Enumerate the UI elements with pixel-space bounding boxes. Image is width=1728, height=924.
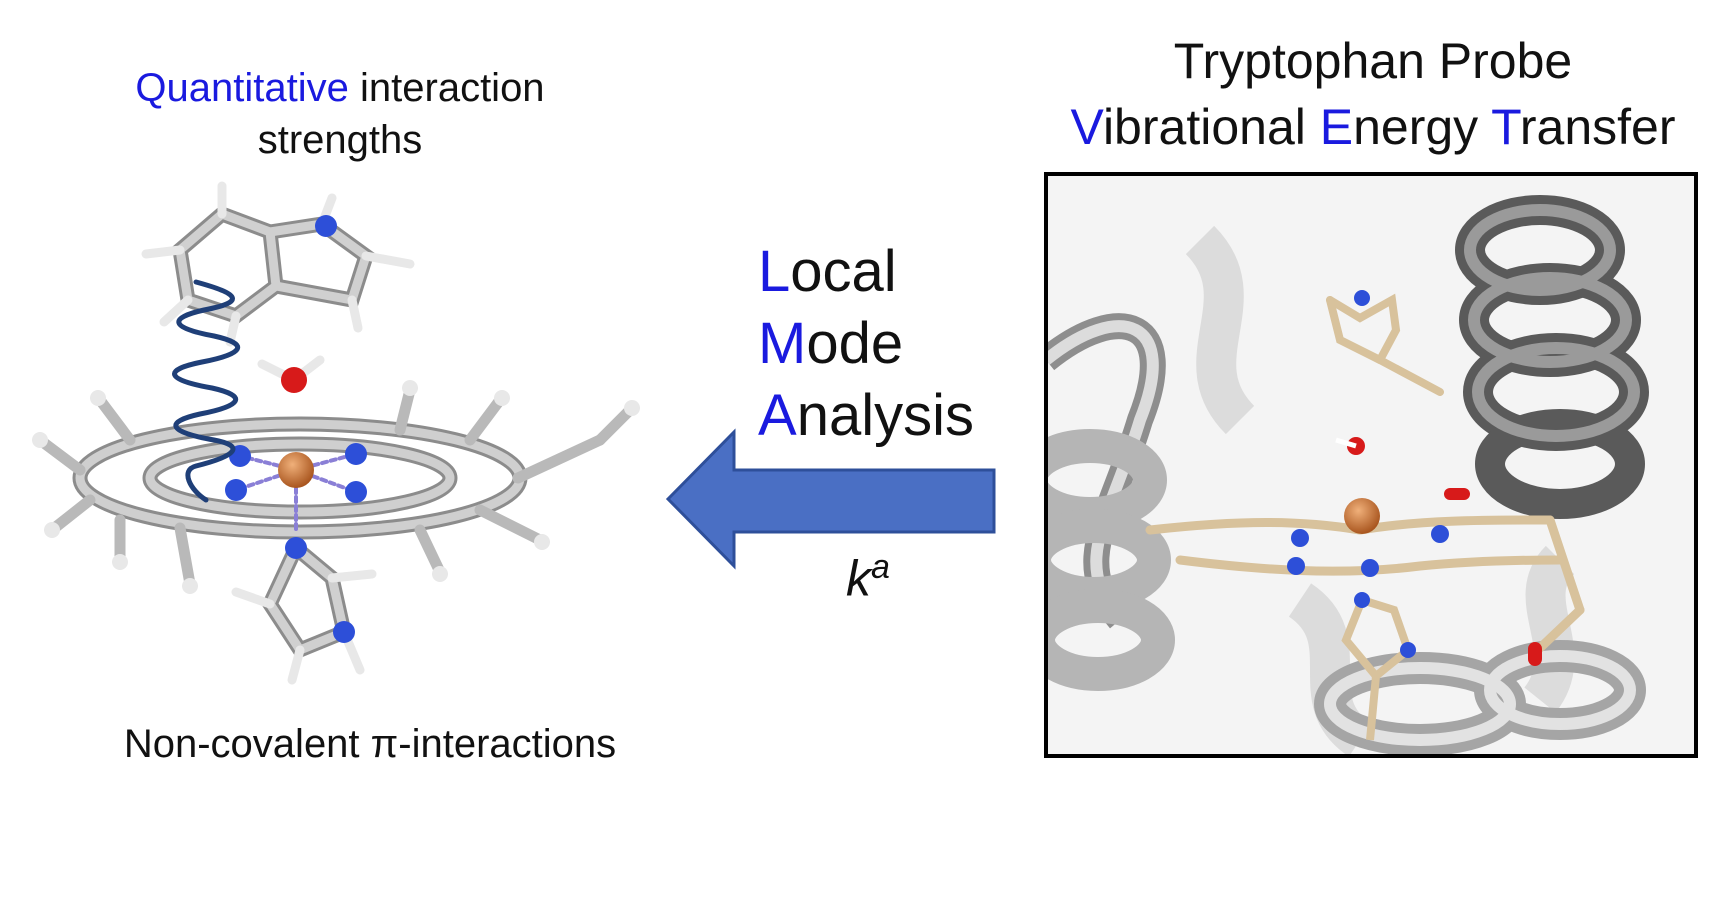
right-caption: Tryptophan Probe Vibrational Energy Tran… [1008, 28, 1728, 160]
caption-letter-t: T [1491, 99, 1520, 155]
lma-mode: Mode [758, 308, 974, 380]
lma-ode: ode [806, 311, 904, 376]
caption-ransfer: ransfer [1519, 99, 1676, 155]
lma-letter-m: M [758, 311, 807, 376]
left-caption: Quantitative interaction strengths [20, 62, 660, 166]
lma-ocal: ocal [790, 239, 897, 304]
a-superscript: a [871, 548, 890, 586]
ka-label: ka [846, 548, 890, 608]
lma-analysis: Analysis [758, 380, 974, 452]
lma-letter-l: L [758, 239, 791, 304]
lma-nalysis: nalysis [796, 383, 974, 448]
bottom-caption: Non-covalent π-interactions [123, 722, 617, 766]
caption-letter-e: E [1319, 99, 1354, 155]
caption-strengths: strengths [257, 118, 423, 162]
caption-nergy: nergy [1353, 99, 1492, 155]
lma-letter-a: A [758, 383, 797, 448]
lma-text: Local Mode Analysis [758, 236, 974, 452]
k-symbol: k [846, 550, 871, 607]
caption-interaction: interaction [348, 66, 545, 110]
caption-letter-v: V [1070, 99, 1103, 155]
left-arrow [665, 428, 996, 570]
caption-highlight-quantitative: Quantitative [135, 66, 349, 110]
spring-icon [172, 279, 240, 503]
lma-local: Local [758, 236, 974, 308]
caption-ibrational: ibrational [1102, 99, 1320, 155]
caption-tryptophan-probe: Tryptophan Probe [1173, 33, 1573, 89]
heme-model [32, 181, 640, 685]
protein-structure [1044, 172, 1698, 758]
